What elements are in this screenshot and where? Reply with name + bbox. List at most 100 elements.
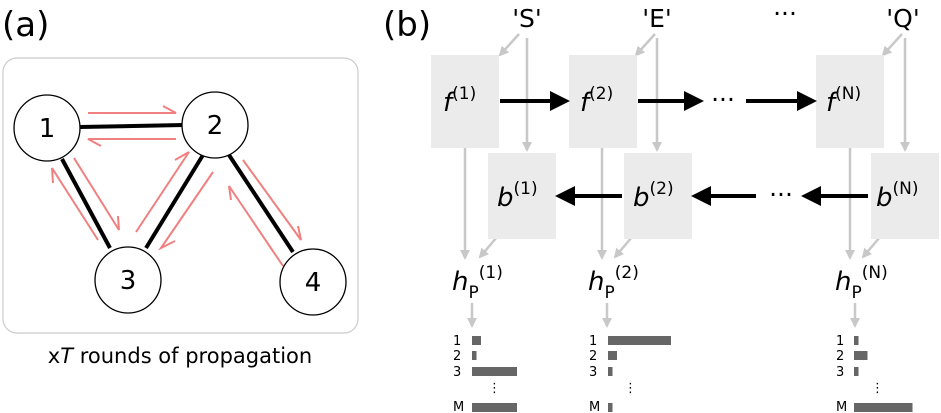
token-1: 'S' xyxy=(512,4,542,33)
node-label-1: 1 xyxy=(39,114,56,144)
dist-bar-1-3 xyxy=(472,367,517,376)
node-label-2: 2 xyxy=(207,111,224,141)
row-label-1-3: 3 xyxy=(453,365,461,380)
message-arrows xyxy=(51,105,302,267)
dist-bar-1-1 xyxy=(472,336,481,345)
forward-box-N: f(N) xyxy=(816,55,884,148)
msg-2-to-4 xyxy=(242,159,302,241)
flow-arrows xyxy=(460,33,910,328)
hidden-sub-2: P xyxy=(604,283,614,303)
forward-box-2: f(2) xyxy=(569,55,637,148)
token-3: 'Q' xyxy=(886,4,919,33)
graph-node-2: 2 xyxy=(181,91,249,159)
graph-nodes: 1 2 3 4 xyxy=(13,91,347,316)
graph-node-1: 1 xyxy=(13,94,81,162)
row-label-1-1: 1 xyxy=(453,334,461,349)
backward-fn-N: b xyxy=(876,183,893,213)
edge-1-2 xyxy=(79,123,185,129)
dist-bar-N-M xyxy=(854,403,913,412)
dist-bar-N-3 xyxy=(854,367,859,376)
row-label-N-M: M xyxy=(836,400,847,413)
backward-fn-2: b xyxy=(633,183,650,213)
hidden-state-1: hP(1) xyxy=(452,263,503,303)
caption-suffix: rounds of propagation xyxy=(73,344,312,368)
flow-token1-to-f1 xyxy=(498,33,520,57)
panel-a-caption: xT rounds of propagation xyxy=(48,344,312,368)
row-label-2-2: 2 xyxy=(589,349,597,364)
backward-box-1: b(1) xyxy=(488,153,556,239)
row-ellipsis-2: ⋮ xyxy=(624,381,637,396)
flow-bN-to-hN xyxy=(861,236,881,259)
hidden-var-N: h xyxy=(835,267,851,297)
backward-index-N: (N) xyxy=(893,179,919,199)
msg-2-to-3 xyxy=(157,171,214,251)
output-distribution-N: 1 2 3 ⋮ M xyxy=(836,334,913,413)
dist-bar-2-1 xyxy=(608,336,671,345)
backward-ellipsis: ··· xyxy=(769,180,793,209)
forward-box-1: f(1) xyxy=(431,55,499,148)
node-label-3: 3 xyxy=(120,266,137,296)
forward-index-2: (2) xyxy=(589,84,613,104)
row-label-N-1: 1 xyxy=(836,334,844,349)
edge-2-3 xyxy=(144,153,205,250)
hidden-state-N: hP(N) xyxy=(835,263,888,303)
row-label-1-2: 2 xyxy=(453,349,461,364)
forward-ellipsis: ··· xyxy=(711,85,735,114)
dist-bar-2-3 xyxy=(608,367,613,376)
row-label-N-2: 2 xyxy=(836,349,844,364)
dist-bar-N-1 xyxy=(854,336,859,345)
row-label-1-M: M xyxy=(453,400,464,413)
row-label-N-3: 3 xyxy=(836,365,844,380)
msg-4-to-2 xyxy=(228,185,284,267)
output-distribution-1: 1 2 3 ⋮ M xyxy=(453,334,517,413)
panel-b-label: (b) xyxy=(383,5,431,45)
dist-bar-2-2 xyxy=(608,351,617,360)
row-label-2-3: 3 xyxy=(589,365,597,380)
forward-index-1: (1) xyxy=(452,84,476,104)
backward-index-1: (1) xyxy=(514,179,538,199)
backward-box-1-label: b(1) xyxy=(497,179,538,213)
panel-a-label: (a) xyxy=(2,5,49,45)
hidden-sub-N: P xyxy=(851,283,861,303)
dist-bar-N-2 xyxy=(854,351,868,360)
hidden-sub-1: P xyxy=(468,283,478,303)
token-ellipsis: ··· xyxy=(773,0,797,28)
hidden-index-1: (1) xyxy=(479,263,503,283)
edge-2-4 xyxy=(227,153,295,254)
backward-box-2-label: b(2) xyxy=(633,179,674,213)
backward-fn-1: b xyxy=(497,183,514,213)
msg-1-to-3 xyxy=(73,157,120,231)
msg-3-to-1 xyxy=(51,167,99,241)
flow-b2-to-h2 xyxy=(613,236,633,259)
token-2: 'E' xyxy=(642,4,672,33)
edge-1-3 xyxy=(60,158,112,249)
caption-prefix: x xyxy=(48,344,60,368)
graph-node-3: 3 xyxy=(94,246,162,314)
hidden-index-2: (2) xyxy=(615,263,639,283)
hidden-index-N: (N) xyxy=(862,263,888,283)
hidden-var-2: h xyxy=(588,267,604,297)
caption-variable: T xyxy=(60,344,75,368)
msg-3-to-2 xyxy=(135,151,190,233)
hidden-var-1: h xyxy=(452,267,468,297)
backward-box-N: b(N) xyxy=(871,153,939,239)
forward-index-N: (N) xyxy=(835,84,861,104)
msg-2-to-1 xyxy=(87,138,176,147)
forward-box-N-label: f(N) xyxy=(826,84,861,118)
msg-1-to-2 xyxy=(88,105,177,114)
hidden-state-2: hP(2) xyxy=(588,263,639,303)
flow-token2-to-f2 xyxy=(634,33,656,57)
flow-token3-to-fN xyxy=(881,33,903,57)
row-ellipsis-1: ⋮ xyxy=(488,381,501,396)
output-distribution-2: 1 2 3 ⋮ M xyxy=(589,334,671,413)
backward-index-2: (2) xyxy=(650,179,674,199)
row-label-2-M: M xyxy=(589,400,600,413)
row-ellipsis-N: ⋮ xyxy=(871,381,884,396)
flow-b1-to-h1 xyxy=(478,236,498,259)
backward-box-N-label: b(N) xyxy=(876,179,919,213)
row-label-2-1: 1 xyxy=(589,334,597,349)
graph-edges xyxy=(60,123,295,254)
node-label-4: 4 xyxy=(305,268,322,298)
backward-box-2: b(2) xyxy=(624,153,692,239)
